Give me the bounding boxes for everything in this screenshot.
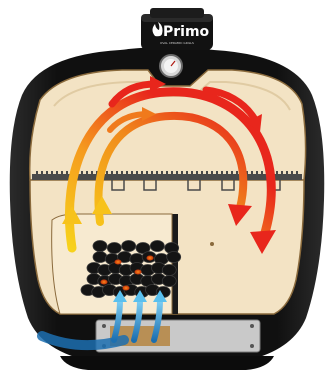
grate-bar (141, 171, 143, 175)
grate-bar (216, 171, 218, 175)
grate-bar (276, 171, 278, 175)
grate-bar (46, 171, 48, 175)
grate-bar (36, 171, 38, 175)
charcoal-lump (93, 252, 107, 263)
charcoal-lump (122, 241, 136, 252)
grate-bar (146, 171, 148, 175)
grate-bar (121, 171, 123, 175)
grate-bar (211, 171, 213, 175)
ember-glow (135, 270, 142, 275)
grate-bar (51, 171, 53, 175)
logo-brand: Primo (163, 24, 210, 40)
grate-bar (256, 171, 258, 175)
grate-bar (41, 171, 43, 175)
grate-bar (126, 171, 128, 175)
grate-bar (86, 171, 88, 175)
grate-bar (206, 171, 208, 175)
charcoal-lump (167, 252, 181, 263)
grate-bar (156, 171, 158, 175)
charcoal-lump (162, 265, 176, 276)
grate-bar (261, 171, 263, 175)
grate-bar (91, 171, 93, 175)
grate-bar (176, 171, 178, 175)
ember-glow (123, 286, 130, 291)
grate-bar (191, 171, 193, 175)
grate-bar (251, 171, 253, 175)
grate-bar (106, 171, 108, 175)
grate-bar (161, 171, 163, 175)
ember-glow (115, 260, 122, 265)
charcoal-lump (107, 243, 121, 254)
grate-bar (61, 171, 63, 175)
grate-bar (151, 171, 153, 175)
grate-bar (226, 171, 228, 175)
grate-bar (171, 171, 173, 175)
grate-bar (131, 171, 133, 175)
dome-thermometer-icon (160, 55, 182, 77)
ember-glow (147, 256, 154, 261)
grate-bar (56, 171, 58, 175)
grate-bar (181, 171, 183, 175)
grate-bar (231, 171, 233, 175)
grate-bar (296, 171, 298, 175)
grate-bar (281, 171, 283, 175)
grate-bar (236, 171, 238, 175)
logo-tagline: OVAL CERAMIC GRILLS (160, 41, 194, 45)
grate-bar (286, 171, 288, 175)
grate-bar (291, 171, 293, 175)
grate-bar (111, 171, 113, 175)
grate-bar (186, 171, 188, 175)
charcoal-lump (150, 241, 164, 252)
grate-bar (201, 171, 203, 175)
ember-glow (101, 280, 108, 285)
grate-bar (81, 171, 83, 175)
grate-bar (136, 171, 138, 175)
grate-bar (116, 171, 118, 175)
grate-bar (196, 171, 198, 175)
grate-bar (221, 171, 223, 175)
charcoal-lump (162, 276, 176, 287)
grill-base (60, 356, 274, 370)
charcoal-pile-icon (81, 241, 181, 298)
charcoal-lump (93, 241, 107, 252)
grate-bar (166, 171, 168, 175)
grate-bar (66, 171, 68, 175)
